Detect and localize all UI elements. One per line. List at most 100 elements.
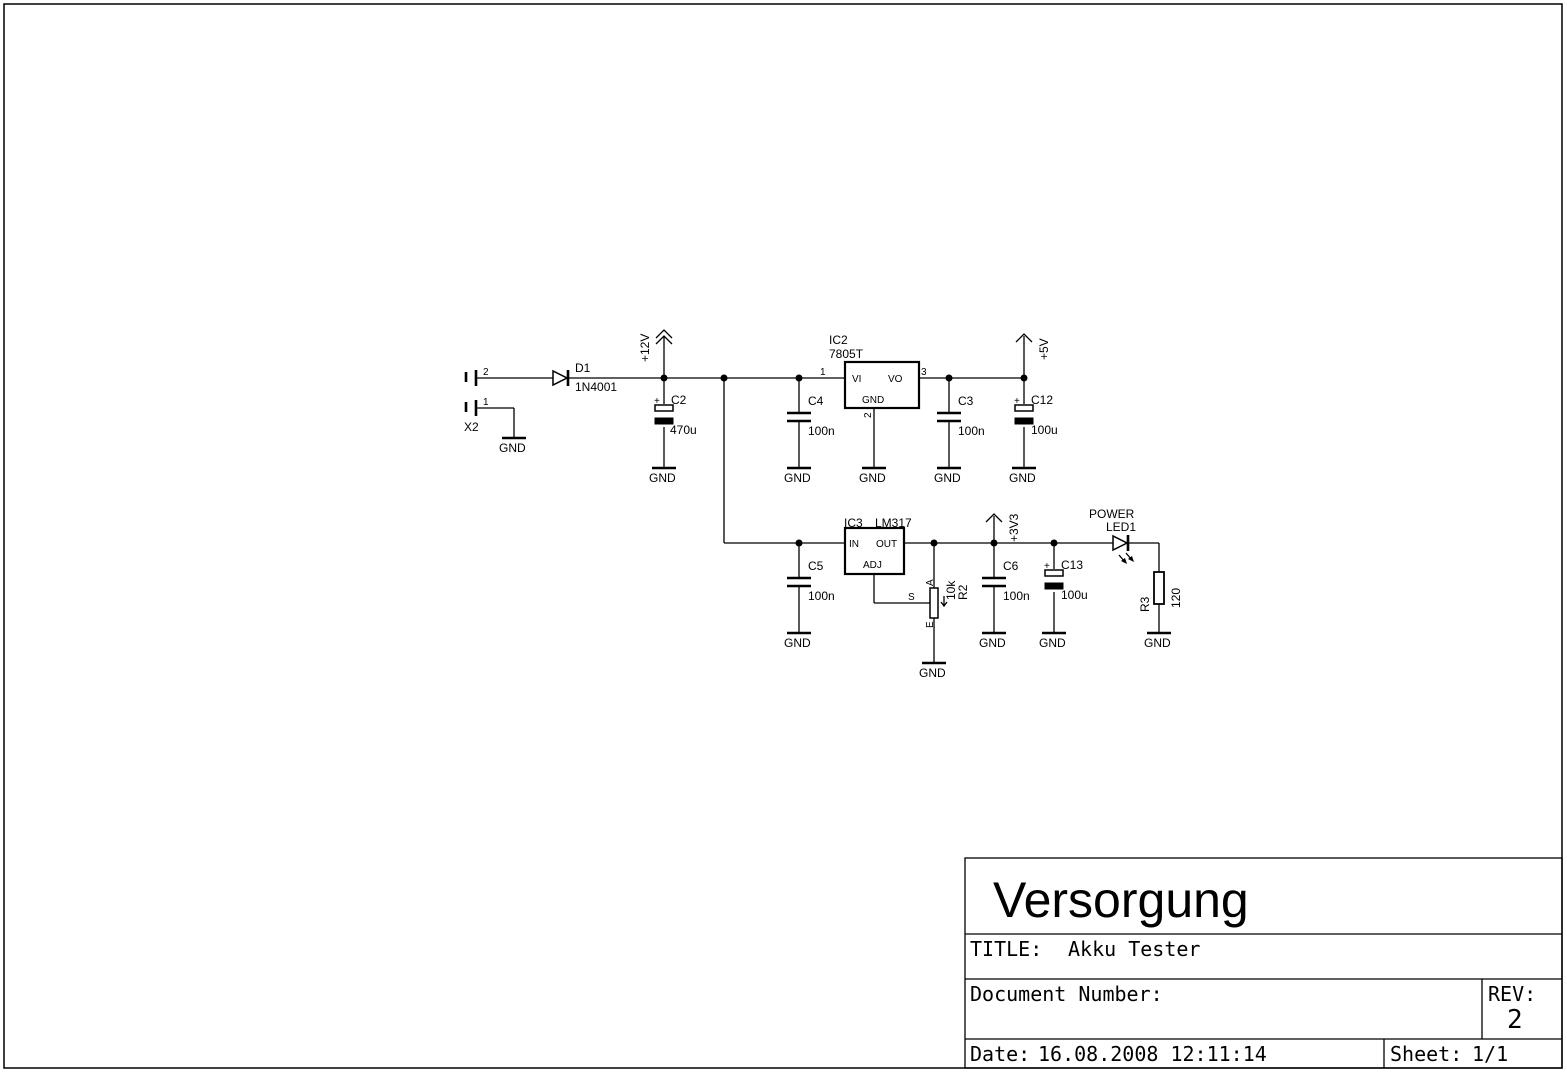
- c6-value: 100n: [1003, 589, 1030, 603]
- gnd-c5: GND: [784, 631, 811, 650]
- c3-value: 100n: [958, 424, 985, 438]
- capacitor-c4: C4 100n: [787, 394, 835, 438]
- ic2-pin-vo: VO: [888, 374, 903, 385]
- rev-label: REV:: [1488, 982, 1536, 1006]
- r3-ref: R3: [1138, 596, 1152, 612]
- c2-plus: +: [654, 396, 660, 407]
- gnd-r2: GND: [919, 661, 946, 680]
- supply-5v: +5V: [1015, 333, 1051, 360]
- gnd-r3-label: GND: [1144, 636, 1171, 650]
- c4-ref: C4: [808, 394, 824, 408]
- gnd-c6-label: GND: [979, 636, 1006, 650]
- sheet-frame: [3, 3, 1563, 1069]
- gnd-ic2-label: GND: [859, 471, 886, 485]
- resistor-r3: R3 120: [1138, 571, 1183, 612]
- gnd-x2: GND: [499, 436, 526, 455]
- x2-ref: X2: [464, 420, 479, 434]
- gnd-r2-label: GND: [919, 666, 946, 680]
- title-label: TITLE:: [970, 937, 1042, 961]
- supply-12v: +12V: [638, 329, 673, 362]
- x2-pin2-label: 2: [483, 367, 489, 378]
- r2-pin-s: S: [908, 592, 915, 603]
- capacitor-c13: + C13 100u: [1044, 558, 1088, 602]
- r2-ref: R2: [956, 584, 970, 600]
- r2-pin-e: E: [925, 621, 936, 628]
- r3-value: 120: [1169, 588, 1183, 608]
- ic3-pin-adj: ADJ: [863, 560, 882, 571]
- sheet-label: Sheet:: [1390, 1042, 1462, 1066]
- gnd-c4-label: GND: [784, 471, 811, 485]
- supply-12v-label: +12V: [638, 334, 652, 362]
- c12-ref: C12: [1031, 393, 1053, 407]
- sheet-name: Versorgung: [993, 872, 1249, 928]
- ic2-value: 7805T: [829, 347, 864, 361]
- c4-value: 100n: [808, 424, 835, 438]
- c2-ref: C2: [671, 393, 687, 407]
- led1-ref: LED1: [1106, 520, 1136, 534]
- c13-value: 100u: [1061, 588, 1088, 602]
- title-value: Akku Tester: [1068, 937, 1200, 961]
- led1-label: POWER: [1089, 507, 1135, 521]
- c13-ref: C13: [1061, 558, 1083, 572]
- supply-5v-label: +5V: [1037, 338, 1051, 360]
- capacitor-c5: C5 100n: [787, 559, 835, 603]
- gnd-ic2: GND: [859, 466, 886, 485]
- gnd-c5-label: GND: [784, 636, 811, 650]
- ic2-pin-gnd: GND: [862, 395, 884, 406]
- gnd-c2-label: GND: [649, 471, 676, 485]
- r2-value: 10k: [944, 580, 958, 600]
- rev-value: 2: [1507, 1005, 1523, 1035]
- capacitor-c3: C3 100n: [937, 394, 985, 438]
- title-block: Versorgung TITLE: Akku Tester Document N…: [964, 857, 1563, 1069]
- c6-ref: C6: [1003, 559, 1019, 573]
- gnd-c12: GND: [1009, 466, 1036, 485]
- d1-ref: D1: [575, 361, 591, 375]
- ic3-ref: IC3: [844, 516, 863, 530]
- wires: [476, 336, 1160, 663]
- ic2-pin-vi: VI: [852, 374, 861, 385]
- gnd-c3: GND: [934, 466, 961, 485]
- ic3-pin-in: IN: [849, 539, 859, 550]
- connector-x2: 2 1 X2: [464, 367, 489, 434]
- date-label: Date:: [970, 1042, 1030, 1066]
- supply-3v3-label: +3V3: [1007, 513, 1021, 542]
- gnd-c13: GND: [1039, 631, 1066, 650]
- c2-value: 470u: [670, 423, 697, 437]
- gnd-c13-label: GND: [1039, 636, 1066, 650]
- d1-value: 1N4001: [575, 380, 617, 394]
- led-led1: POWER LED1: [1089, 507, 1136, 564]
- supply-3v3: +3V3: [985, 513, 1021, 542]
- regulator-ic3: IC3 LM317 IN OUT ADJ: [843, 516, 912, 576]
- r2-pin-a: A: [925, 579, 936, 586]
- ic2-pin2: 2: [863, 412, 874, 418]
- gnd-c6: GND: [979, 631, 1006, 650]
- ic2-ref: IC2: [829, 333, 848, 347]
- c3-ref: C3: [958, 394, 974, 408]
- capacitor-c12: + C12 100u: [1014, 393, 1058, 437]
- c5-ref: C5: [808, 559, 824, 573]
- x2-pin1-label: 1: [483, 397, 489, 408]
- ic2-pin3: 3: [921, 367, 927, 378]
- ic3-pin-out: OUT: [876, 539, 897, 550]
- c12-plus: +: [1014, 396, 1020, 407]
- ground-symbols: GND GND GND GND GND GND GND GND: [499, 436, 1171, 680]
- sheet-value: 1/1: [1472, 1042, 1508, 1066]
- c12-value: 100u: [1031, 423, 1058, 437]
- gnd-c12-label: GND: [1009, 471, 1036, 485]
- date-value: 16.08.2008 12:11:14: [1038, 1042, 1267, 1066]
- gnd-r3: GND: [1144, 631, 1171, 650]
- ic2-pin1: 1: [820, 367, 826, 378]
- gnd-c4: GND: [784, 466, 811, 485]
- ic3-value: LM317: [875, 516, 912, 530]
- diode-d1: D1 1N4001: [552, 361, 617, 394]
- capacitor-c6: C6 100n: [982, 559, 1030, 603]
- capacitor-c2: + C2 470u: [654, 393, 697, 437]
- gnd-c2: GND: [649, 466, 676, 485]
- potentiometer-r2: A E S R2 10k: [908, 579, 970, 628]
- c5-value: 100n: [808, 589, 835, 603]
- junctions: [660, 374, 1058, 547]
- gnd-c3-label: GND: [934, 471, 961, 485]
- document-number-label: Document Number:: [970, 982, 1163, 1006]
- gnd-x2-label: GND: [499, 441, 526, 455]
